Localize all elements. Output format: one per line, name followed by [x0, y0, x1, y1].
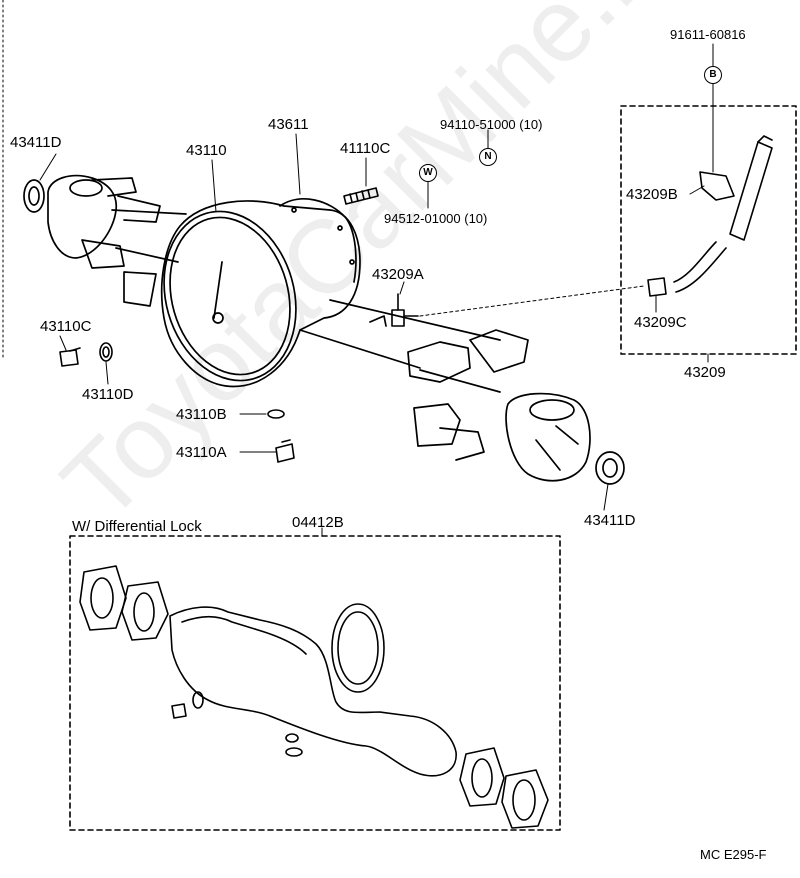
axle-housing: [23, 174, 625, 485]
label-04412b: 04412B: [292, 514, 344, 531]
label-43209: 43209: [684, 364, 726, 381]
label-43611: 43611: [268, 116, 309, 133]
union-43209a: [391, 293, 419, 327]
group-box-04412b: [69, 535, 561, 831]
breather-hose-43209: [647, 135, 773, 297]
gasket-43110d: [99, 342, 113, 362]
leader-lines: [39, 43, 714, 511]
gasket-kit: [79, 565, 549, 829]
label-41110c: 41110C: [340, 140, 391, 157]
group-box-43209: [620, 105, 797, 355]
label-43209a: 43209A: [372, 266, 424, 283]
label-43110a: 43110A: [176, 444, 227, 461]
label-43110d: 43110D: [82, 386, 134, 403]
symbol-n: N: [479, 148, 497, 166]
label-94512-01000: 94512-01000 (10): [384, 211, 488, 226]
gasket-43110b: [267, 409, 285, 419]
symbol-w: W: [419, 164, 437, 182]
plug-43110c: [59, 347, 81, 367]
label-43209c: 43209C: [634, 314, 687, 331]
label-43110: 43110: [186, 142, 227, 159]
label-43209b: 43209B: [626, 186, 678, 203]
label-94110-51000: 94110-51000 (10): [440, 117, 543, 132]
stud-41110c: [343, 187, 379, 205]
plug-43110a: [275, 439, 295, 463]
label-43411d-right: 43411D: [584, 512, 636, 529]
symbol-b: B: [704, 66, 722, 84]
figure-code: MC E295-F: [700, 847, 767, 862]
label-43411d-left: 43411D: [10, 134, 62, 151]
section-title-diff-lock: W/ Differential Lock: [72, 518, 202, 535]
label-43110c: 43110C: [40, 318, 92, 335]
label-43110b: 43110B: [176, 406, 227, 423]
label-91611-60816: 91611-60816: [670, 27, 746, 42]
